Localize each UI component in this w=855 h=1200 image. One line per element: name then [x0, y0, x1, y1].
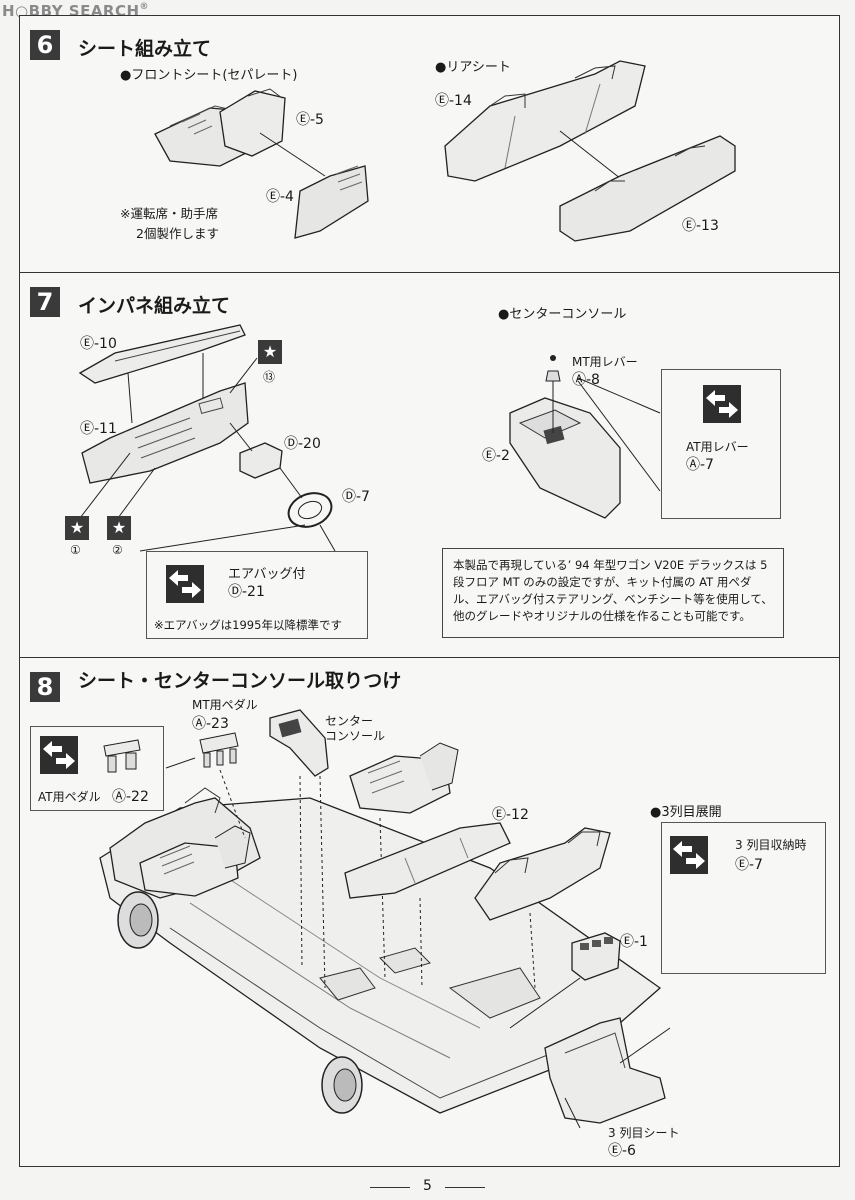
- part-e1-label: Ⓔ-1: [620, 934, 648, 950]
- part-a22-label: Ⓐ-22: [112, 789, 149, 805]
- section-title-6: シート組み立て: [78, 38, 212, 60]
- front-seat-note-1: ※運転席・助手席: [120, 206, 218, 221]
- section-title-8: シート・センターコンソール取りつけ: [78, 670, 402, 692]
- section-number-7: 7: [30, 287, 60, 317]
- section-number-6: 6: [30, 30, 60, 60]
- page-number: 5: [423, 1178, 432, 1194]
- third-row-stored-label: 3 列目収納時: [735, 838, 807, 852]
- star-icon: ★: [258, 340, 282, 364]
- star-icon: ★: [107, 516, 131, 540]
- part-e4-label: Ⓔ-4: [266, 189, 294, 205]
- part-e14-label: Ⓔ-14: [435, 93, 472, 109]
- section-7: 7 インパネ組み立て Ⓔ-10 Ⓔ-11 Ⓓ-20 Ⓓ-7 ★ ⑬ ★ ① ★ …: [19, 272, 840, 658]
- at-pedal-label: AT用ペダル: [38, 790, 101, 804]
- star-13-label: ⑬: [263, 370, 276, 384]
- part-e2-label: Ⓔ-2: [482, 448, 510, 464]
- section-6: 6 シート組み立て ●フロントシート(セパレート) Ⓔ-5 Ⓔ-4 ※運転席・助…: [19, 15, 840, 273]
- part-a7-label: Ⓐ-7: [686, 457, 714, 473]
- center-console-heading: ●センターコンソール: [498, 307, 627, 322]
- model-info-box: 本製品で再現している’ 94 年型ワゴン V20E デラックスは 5 段フロア …: [442, 548, 784, 638]
- center-console-label-2: コンソール: [325, 729, 386, 743]
- at-lever-label: AT用レバー: [686, 440, 749, 454]
- star-1-label: ①: [70, 543, 81, 557]
- section-8-illustration: [99, 709, 813, 1129]
- section-7-illustration: [78, 324, 739, 600]
- section-8: 8 シート・センターコンソール取りつけ MT用ペダル Ⓐ-23 センター コンソ…: [19, 657, 840, 1167]
- section-6-illustration: [154, 60, 736, 242]
- airbag-note: ※エアバッグは1995年以降標準です: [154, 618, 342, 632]
- airbag-label: エアバッグ付: [228, 567, 306, 582]
- at-pedal-part-icon: [103, 739, 141, 773]
- part-d21-label: Ⓓ-21: [228, 584, 265, 600]
- section-number-8: 8: [30, 672, 60, 702]
- part-a8-label: Ⓐ-8: [572, 372, 600, 388]
- section-title-7: インパネ組み立て: [78, 295, 231, 317]
- swap-arrows-icon: [670, 836, 708, 874]
- third-row-heading: ●3列目展開: [650, 805, 722, 820]
- part-e11-label: Ⓔ-11: [80, 421, 117, 437]
- mt-pedal-label: MT用ペダル: [192, 698, 258, 712]
- swap-arrows-icon: [166, 565, 204, 603]
- swap-arrows-icon: [703, 385, 741, 423]
- swap-arrows-icon: [40, 736, 78, 774]
- part-e13-label: Ⓔ-13: [682, 218, 719, 234]
- third-row-seat-label: 3 列目シート: [608, 1126, 680, 1140]
- part-d7-label: Ⓓ-7: [342, 489, 370, 505]
- part-d20-label: Ⓓ-20: [284, 436, 321, 452]
- rear-seat-heading: ●リアシート: [435, 60, 511, 75]
- star-2-label: ②: [112, 543, 123, 557]
- center-console-label-1: センター: [325, 714, 374, 728]
- page-rule-left: [370, 1187, 410, 1188]
- part-e7-label: Ⓔ-7: [735, 857, 763, 873]
- front-seat-heading: ●フロントシート(セパレート): [120, 68, 298, 83]
- page-rule-right: [445, 1187, 485, 1188]
- part-e10-label: Ⓔ-10: [80, 336, 117, 352]
- part-a23-label: Ⓐ-23: [192, 716, 229, 732]
- part-e12-label: Ⓔ-12: [492, 807, 529, 823]
- part-e6-label: Ⓔ-6: [608, 1143, 636, 1159]
- part-e5-label: Ⓔ-5: [296, 112, 324, 128]
- star-icon: ★: [65, 516, 89, 540]
- mt-lever-label: MT用レバー: [572, 355, 638, 369]
- front-seat-note-2: 2個製作します: [136, 226, 219, 241]
